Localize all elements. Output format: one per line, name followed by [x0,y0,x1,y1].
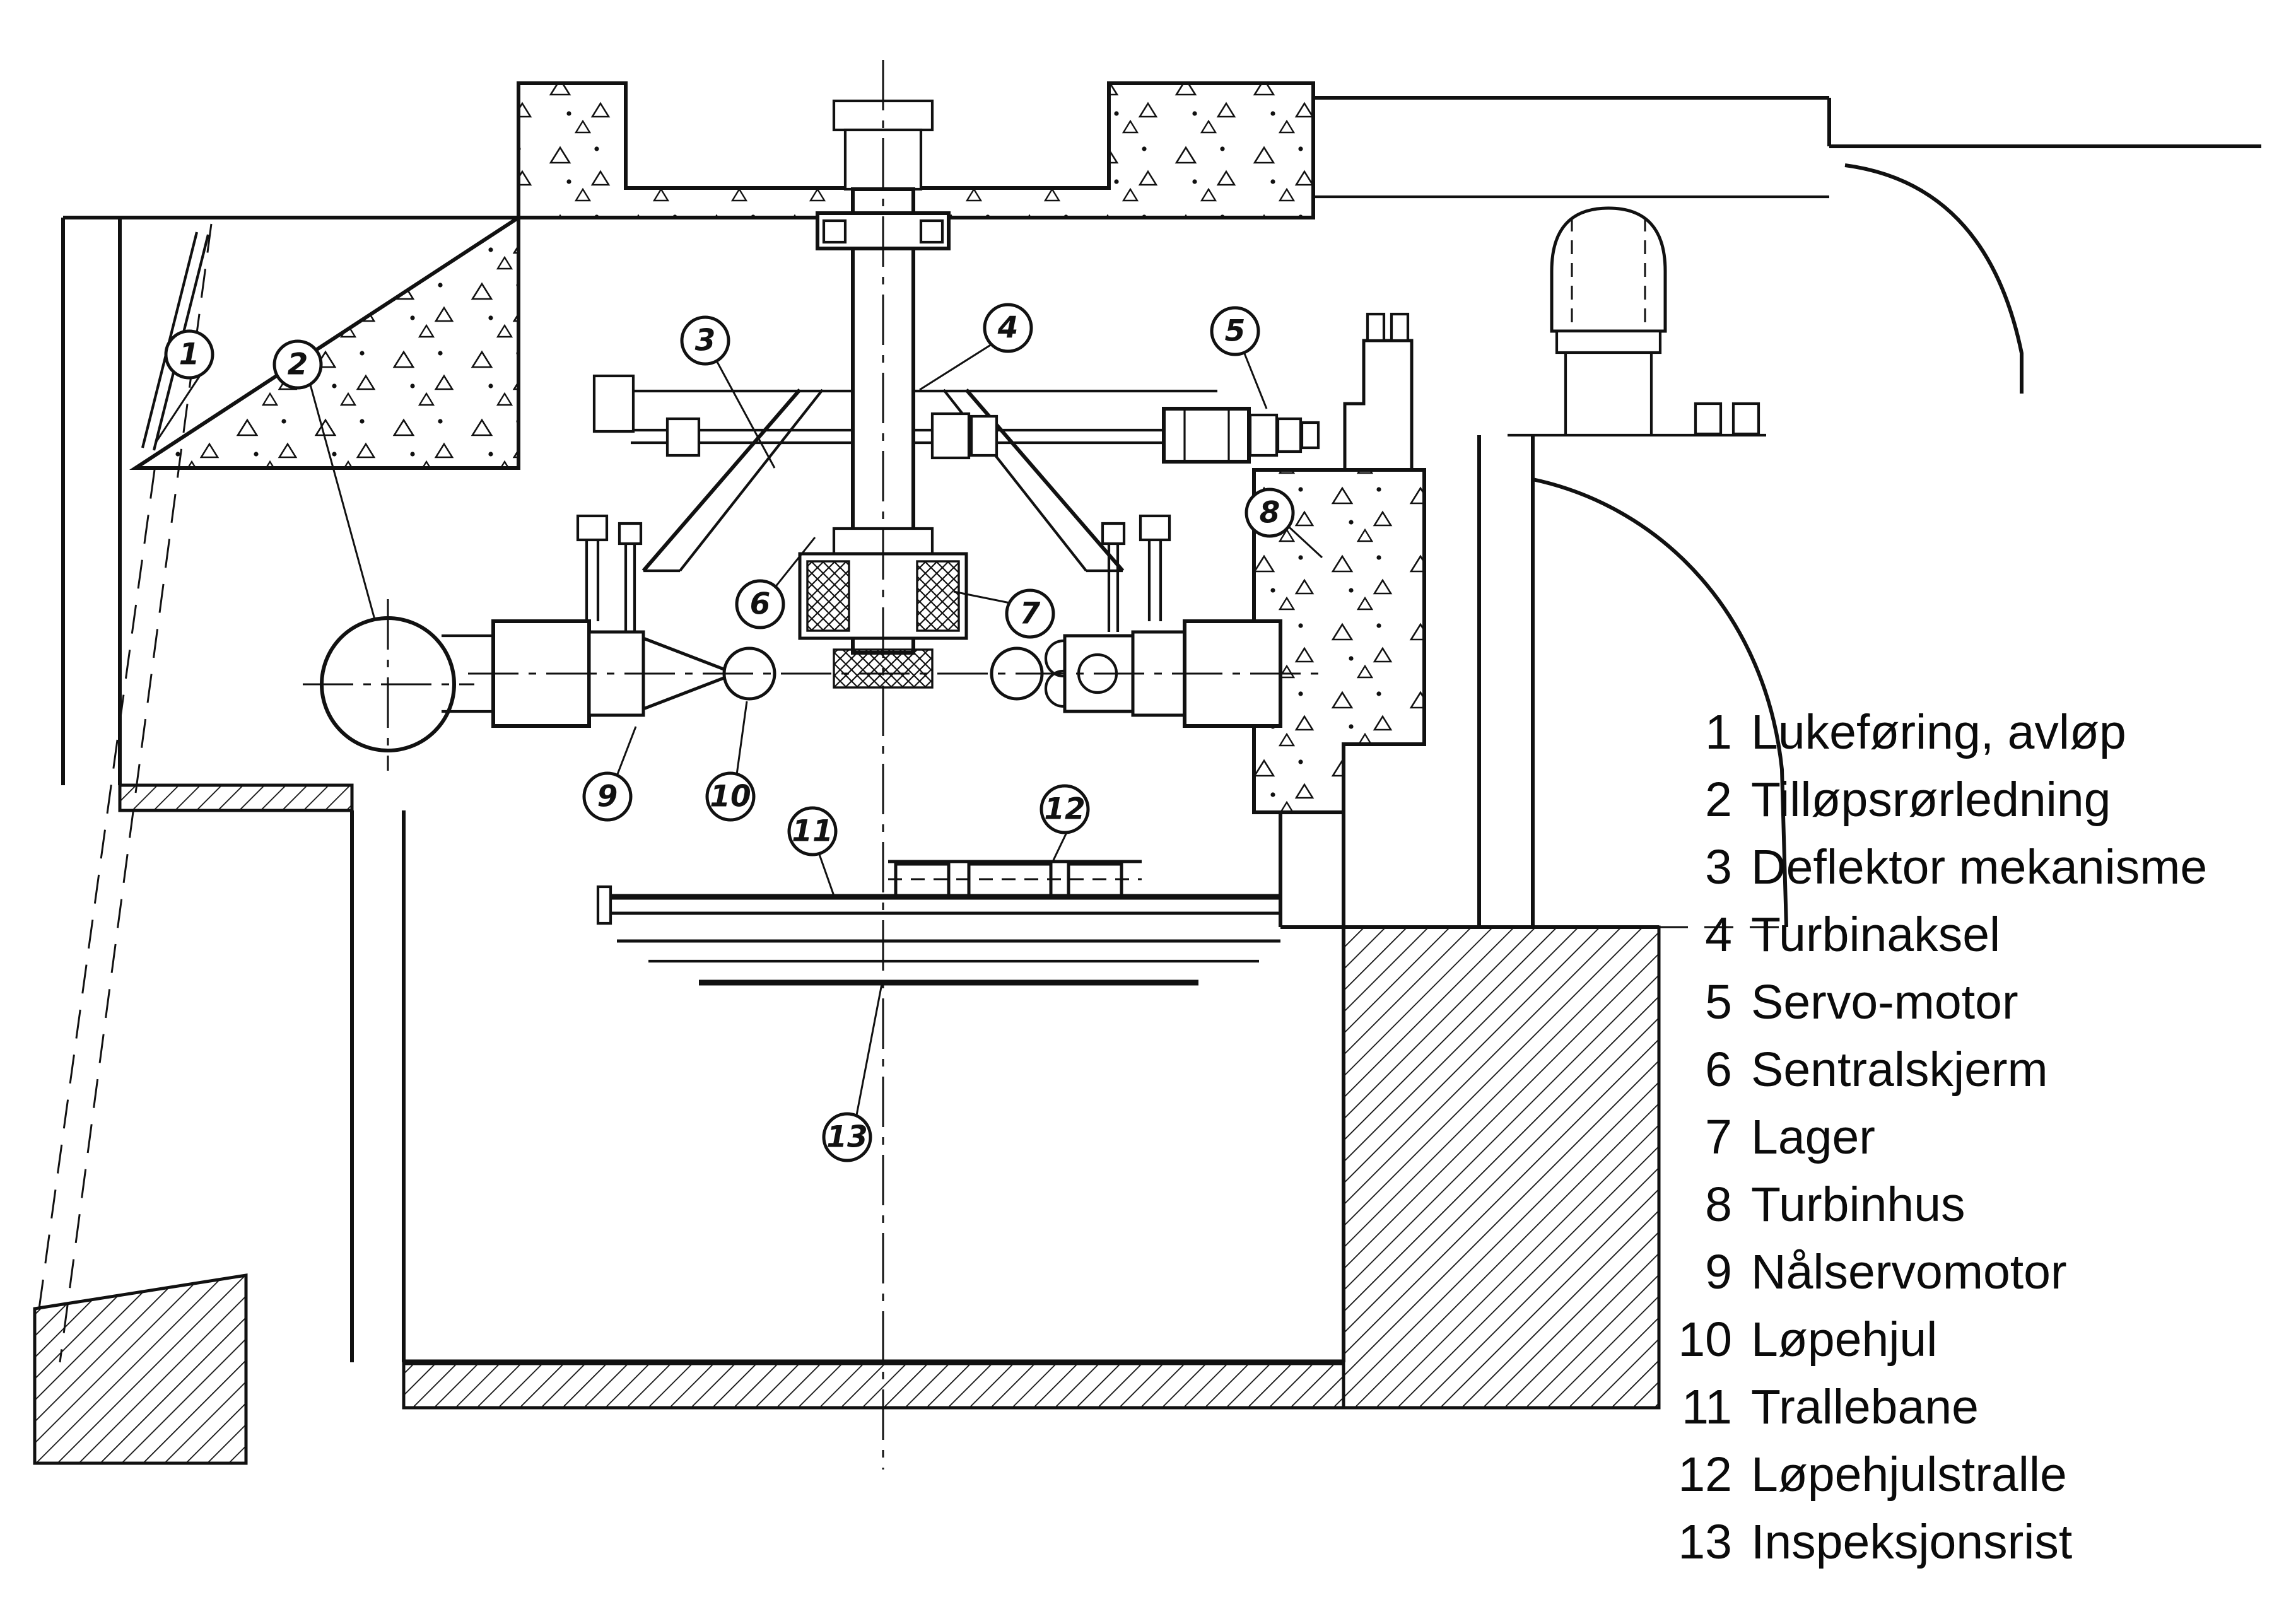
legend-item-label: Løpehjul [1751,1312,1938,1367]
callout-5: 5 [1210,306,1268,409]
callout-1: 1 [155,329,214,442]
legend-item-number: 1 [1705,705,1732,759]
legend-item-number: 2 [1705,773,1732,827]
central-shield-left [641,389,802,572]
intake-concrete-wedge [129,214,520,470]
right-hall-arc [1844,163,2024,394]
legend-item-number: 6 [1705,1043,1732,1097]
callouts: 1 2 3 4 5 6 7 [155,303,1323,1162]
legend-item: 13 Inspeksjonsrist [1658,1509,2207,1576]
legend-item-number: 12 [1678,1447,1732,1502]
callout-6: 6 [735,537,816,629]
legend-item-label: Lager [1751,1110,1875,1164]
gate-guide-dashed-2 [38,469,156,1309]
callout-4: 4 [919,303,1033,391]
legend-item-number: 8 [1705,1178,1732,1232]
callout-2: 2 [272,339,376,620]
legend-item-label: Løpehjulstralle [1751,1447,2067,1502]
top-concrete-slab [517,81,1315,219]
walls-and-ground [33,96,2261,1465]
legend-item: 3 Deflektor mekanisme [1658,834,2207,901]
callout-11: 11 [787,806,838,896]
legend-item-label: Tilløpsrørledning [1751,773,2111,827]
legend-item: 4 Turbinaksel [1658,901,2207,969]
draft-tube-flare-curve [1532,477,1788,928]
legend-item: 5 Servo-motor [1658,969,2207,1036]
legend-item-label: Lukeføring, avløp [1751,705,2126,759]
svg-text:10: 10 [710,780,751,814]
legend-item: 6 Sentralskjerm [1658,1036,2207,1104]
legend-item-label: Servo-motor [1751,975,2018,1029]
svg-text:13: 13 [826,1120,867,1155]
legend-item-number: 10 [1678,1312,1732,1367]
callout-7: 7 [953,588,1055,639]
turbine-pit [120,809,1786,1410]
svg-text:11: 11 [792,814,833,849]
legend-item-label: Turbinaksel [1751,908,2001,962]
machinery [442,99,1760,728]
legend-item: 12 Løpehjulstralle [1658,1441,2207,1509]
callout-13: 13 [822,983,883,1162]
legend-item-label: Trallebane [1751,1380,1979,1434]
svg-text:5: 5 [1225,314,1246,349]
bottom-right-ground [1342,925,1661,1410]
legend-item: 10 Løpehjul [1658,1306,2207,1374]
legend-item: 7 Lager [1658,1104,2207,1171]
legend-item-number: 5 [1705,975,1732,1029]
pit-floor-hatch [402,1360,1345,1410]
svg-text:7: 7 [1020,597,1041,631]
legend-item-label: Inspeksjonsrist [1751,1515,2073,1569]
legend-item-label: Deflektor mekanisme [1751,840,2208,894]
legend-item-number: 7 [1705,1110,1732,1164]
left-floor-hatch [118,783,354,812]
legend-item-number: 13 [1678,1515,1732,1569]
legend-item-number: 11 [1682,1380,1732,1434]
legend-item: 9 Nålservomotor [1658,1239,2207,1306]
svg-text:2: 2 [288,348,308,382]
centerlines [468,60,1325,1470]
platforms [596,860,1280,986]
legend: 1 Lukeføring, avløp 2 Tilløpsrørledning … [1658,699,2207,1576]
callout-3: 3 [680,315,776,469]
svg-text:8: 8 [1260,496,1280,530]
servo-motor-body [1162,407,1251,464]
dome-component [1550,206,1667,333]
legend-item-number: 4 [1705,908,1732,962]
legend-item: 8 Turbinhus [1658,1171,2207,1239]
legend-item-label: Nålservomotor [1751,1245,2067,1299]
svg-text:9: 9 [597,780,618,814]
inlet-pipe-section [303,599,474,771]
turbine-housing-concrete [1252,468,1426,814]
callout-10: 10 [705,701,756,822]
legend-item-label: Sentralskjerm [1751,1043,2048,1097]
svg-text:12: 12 [1044,792,1085,827]
gate-guide-dashed-1 [59,223,213,1363]
svg-text:3: 3 [695,324,716,358]
callout-9: 9 [582,726,637,822]
legend-item: 2 Tilløpsrørledning [1658,766,2207,834]
svg-text:4: 4 [997,311,1019,346]
svg-text:1: 1 [179,337,200,372]
legend-item-number: 9 [1705,1245,1732,1299]
callout-8: 8 [1245,488,1323,559]
legend-item: 11 Trallebane [1658,1374,2207,1441]
legend-item-label: Turbinhus [1751,1178,1965,1232]
callout-12: 12 [1040,784,1090,863]
svg-text:6: 6 [750,587,771,622]
concrete-structure [129,81,1426,814]
legend-item: 1 Lukeføring, avløp [1658,699,2207,766]
bottom-left-ground [33,1273,248,1465]
legend-item-number: 3 [1705,840,1732,894]
